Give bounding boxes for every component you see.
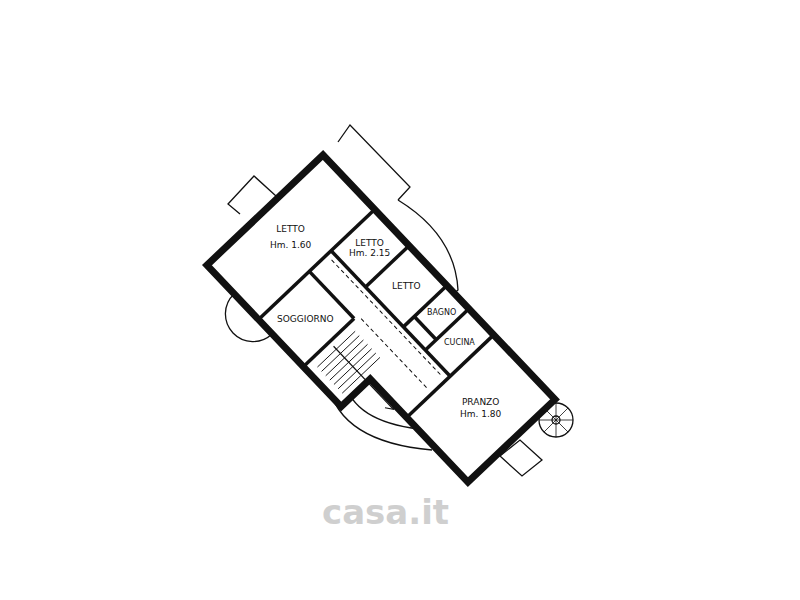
room-height: Hm. 1.80 — [460, 409, 501, 419]
room-label: LETTO Hm. 1.60 — [270, 224, 311, 251]
corridor-lines — [318, 260, 442, 389]
room-label: SOGGIORNO — [277, 314, 334, 324]
room-name: LETTO — [349, 238, 390, 248]
room-name: LETTO — [270, 224, 311, 234]
room-name: BAGNO — [427, 308, 456, 317]
room-height: Hm. 2.15 — [349, 248, 390, 258]
room-name: PRANZO — [460, 397, 501, 407]
watermark: casa.it — [322, 492, 449, 532]
room-name: SOGGIORNO — [277, 314, 334, 324]
inner-walls — [259, 209, 494, 445]
room-label: PRANZO Hm. 1.80 — [460, 397, 501, 420]
room-label: LETTO — [392, 281, 421, 291]
outer-wall — [207, 155, 555, 510]
room-label: BAGNO — [427, 308, 456, 317]
room-name: CUCINA — [444, 338, 475, 347]
building — [207, 155, 555, 510]
room-label: LETTOHm. 2.15 — [349, 238, 390, 259]
room-height: Hm. 1.60 — [270, 240, 311, 250]
room-name: LETTO — [392, 281, 421, 291]
room-label: CUCINA — [444, 338, 475, 347]
staircase — [315, 328, 413, 427]
